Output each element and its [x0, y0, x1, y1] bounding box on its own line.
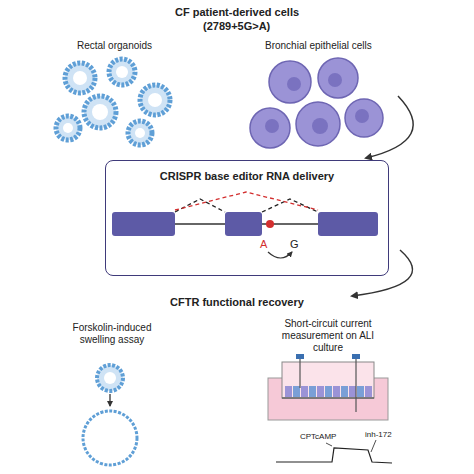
- skip-splice-line: [175, 192, 318, 210]
- assay-label: Forskolin-induced swelling assay: [62, 322, 162, 346]
- edit-arrow: [268, 252, 292, 258]
- exon: [318, 212, 378, 236]
- swell-arrow: [109, 394, 110, 406]
- splice-line: [175, 199, 225, 212]
- current-trace: [276, 448, 392, 463]
- exon: [225, 212, 262, 236]
- bronchial-cells: [250, 58, 383, 148]
- splice-line: [262, 199, 318, 212]
- base-label: G: [290, 238, 299, 251]
- section-heading: CFTR functional recovery: [170, 296, 304, 309]
- organoid-swollen: [83, 411, 137, 465]
- exon: [112, 212, 175, 236]
- box-title: CRISPR base editor RNA delivery: [106, 161, 388, 182]
- process-box: CRISPR base editor RNA delivery: [105, 160, 389, 276]
- trace-label: inh-172: [365, 430, 392, 440]
- transwell: [268, 354, 388, 420]
- assay-label: Short-circuit current measurement on ALI…: [277, 318, 379, 354]
- mutation-dot: [266, 220, 274, 228]
- subtitle: (2789+5G>A): [203, 20, 270, 33]
- base-label: A: [260, 238, 267, 251]
- organoid-small: [97, 365, 123, 391]
- leader-line: [326, 443, 332, 446]
- leader-line: [371, 440, 376, 452]
- flow-arrow: [366, 96, 413, 158]
- panel-label: Bronchial epithelial cells: [265, 40, 372, 52]
- flow-arrow: [352, 250, 413, 296]
- organoid-cluster: [56, 59, 170, 145]
- trace-label: CPTcAMP: [300, 432, 336, 442]
- title: CF patient-derived cells: [175, 6, 299, 19]
- panel-label: Rectal organoids: [77, 40, 152, 52]
